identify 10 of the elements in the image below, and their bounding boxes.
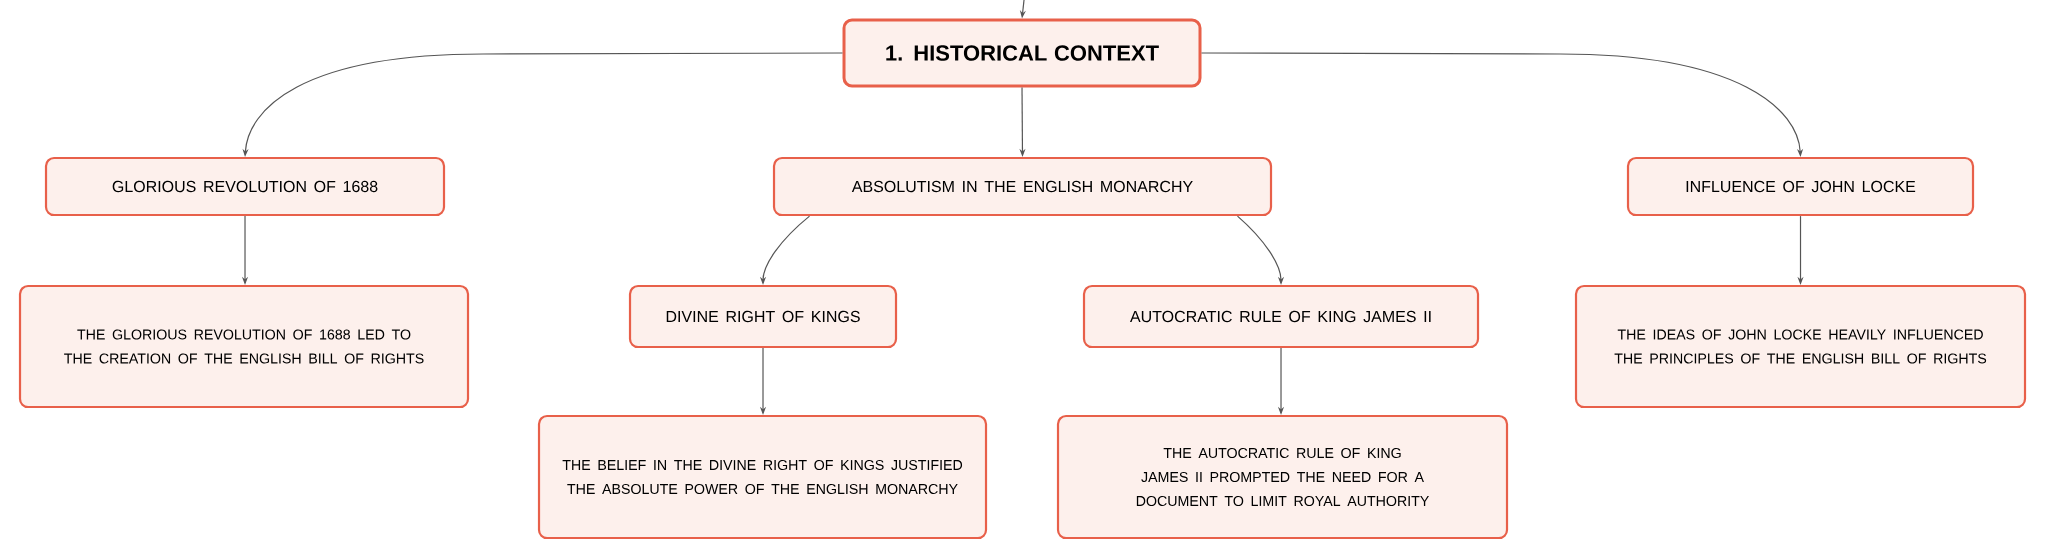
description-box: THE AUTOCRATIC RULE OF KING JAMES II PROMPTED THE NEED FOR A DOCUMENT TO LIMIT ROYAL AUTHORITY: [1056, 414, 1509, 540]
description-box: THE BELIEF IN THE DIVINE RIGHT OF KINGS JUSTIFIED THE ABSOLUTE POWER OF THE ENGLISH MONARCHY: [537, 414, 988, 540]
subtopic-box: DIVINE RIGHT OF KINGS: [628, 284, 898, 349]
subtopic-box: GLORIOUS REVOLUTION OF 1688: [44, 156, 446, 217]
description-box: THE GLORIOUS REVOLUTION OF 1688 LED TO THE CREATION OF THE ENGLISH BILL OF RIGHTS: [18, 284, 470, 409]
subtopic-box: ABSOLUTISM IN THE ENGLISH MONARCHY: [772, 156, 1273, 217]
main-topic-box: 1. HISTORICAL CONTEXT: [842, 18, 1202, 88]
description-box: THE IDEAS OF JOHN LOCKE HEAVILY INFLUENCED THE PRINCIPLES OF THE ENGLISH BILL OF RIGHTS: [1574, 284, 2027, 409]
subtopic-box: INFLUENCE OF JOHN LOCKE: [1626, 156, 1975, 217]
subtopic-box: AUTOCRATIC RULE OF KING JAMES II: [1082, 284, 1480, 349]
